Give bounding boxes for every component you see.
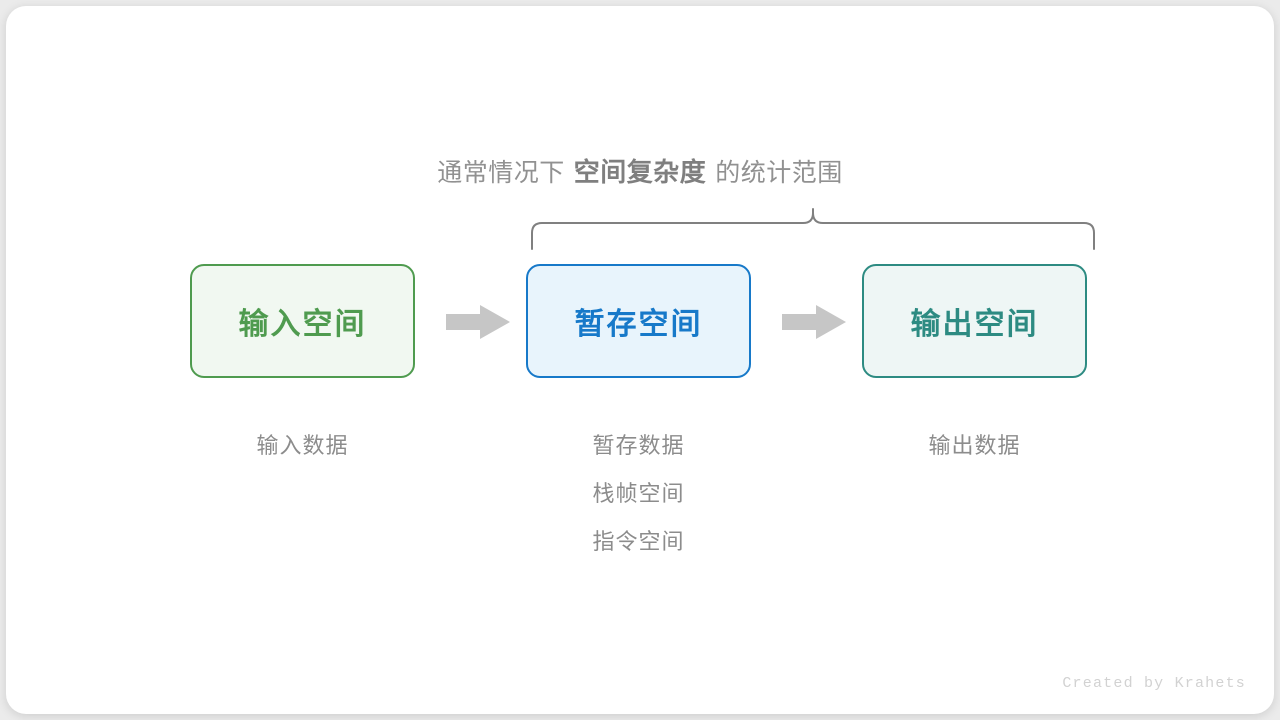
box-output-space-label: 输出空间: [910, 308, 1039, 341]
caption-item: 输出数据: [928, 433, 1021, 458]
scope-brace: [521, 201, 1106, 259]
brace-icon: [531, 208, 1095, 250]
caption-item: 指令空间: [592, 529, 685, 554]
caption-item: 暂存数据: [592, 433, 685, 458]
caption-emphasis: 空间复杂度: [573, 157, 707, 187]
captions-temporary-space: 暂存数据 栈帧空间 指令空间: [526, 422, 751, 566]
arrow-right-icon: [782, 305, 846, 339]
arrow-input-to-temp: [446, 305, 510, 339]
box-temporary-space[interactable]: 暂存空间: [526, 264, 751, 378]
box-output-space[interactable]: 输出空间: [862, 264, 1087, 378]
arrow-right-icon: [446, 305, 510, 339]
diagram-stage: 通常情况下空间复杂度的统计范围 输入空间 暂存空间: [6, 6, 1274, 714]
arrow-temp-to-output: [782, 305, 846, 339]
box-input-space[interactable]: 输入空间: [190, 264, 415, 378]
box-captions-row: 输入数据 暂存数据 栈帧空间 指令空间 输出数据: [6, 422, 1274, 572]
box-input-space-label: 输入空间: [238, 308, 367, 341]
caption-item: 输入数据: [256, 433, 349, 458]
captions-output-space: 输出数据: [862, 422, 1087, 470]
figure-card: 通常情况下空间复杂度的统计范围 输入空间 暂存空间: [6, 6, 1274, 714]
caption-item: 栈帧空间: [592, 481, 685, 506]
watermark: Created by Krahets: [1062, 675, 1246, 692]
diagram-caption: 通常情况下空间复杂度的统计范围: [6, 152, 1274, 189]
caption-prefix: 通常情况下: [437, 159, 565, 187]
captions-input-space: 输入数据: [190, 422, 415, 470]
caption-suffix: 的统计范围: [715, 159, 843, 187]
space-boxes-row: 输入空间 暂存空间 输出空间: [6, 264, 1274, 388]
box-temporary-space-label: 暂存空间: [574, 308, 703, 341]
